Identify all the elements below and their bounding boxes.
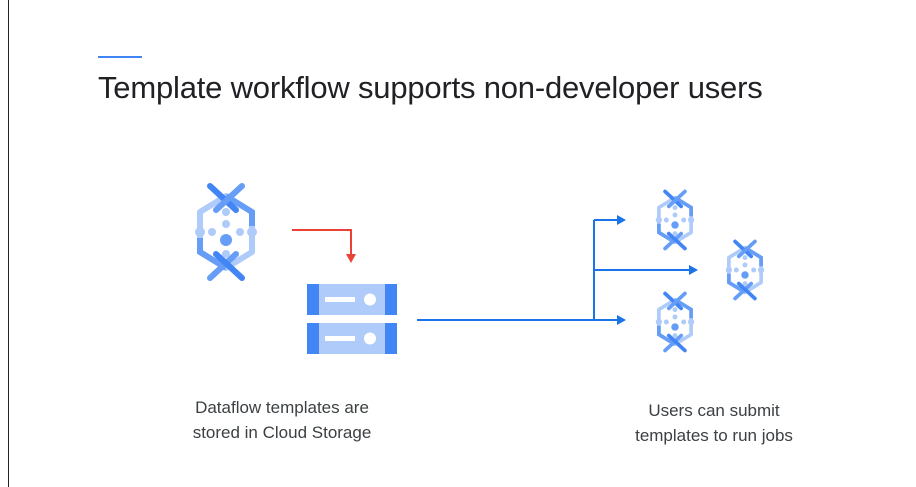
cloud-storage-icon bbox=[307, 284, 397, 354]
title-accent-bar bbox=[98, 56, 142, 58]
jobs-caption-line: Users can submit bbox=[648, 401, 780, 420]
storage-caption: Dataflow templates are stored in Cloud S… bbox=[172, 395, 392, 445]
storage-caption-line: stored in Cloud Storage bbox=[192, 423, 372, 442]
slide-title: Template workflow supports non-developer… bbox=[98, 70, 763, 105]
distribution-arrows bbox=[417, 219, 690, 321]
upload-arrow bbox=[292, 229, 356, 263]
jobs-caption-line: templates to run jobs bbox=[635, 426, 793, 445]
dataflow-job-icon bbox=[653, 189, 697, 251]
storage-caption-line: Dataflow templates are bbox=[195, 398, 369, 417]
jobs-caption: Users can submit templates to run jobs bbox=[604, 398, 824, 448]
slide-left-border bbox=[8, 0, 9, 487]
dataflow-job-icon bbox=[723, 239, 767, 301]
dataflow-icon bbox=[195, 186, 257, 278]
arrow-heads bbox=[617, 215, 698, 325]
dataflow-job-icon bbox=[653, 291, 697, 353]
